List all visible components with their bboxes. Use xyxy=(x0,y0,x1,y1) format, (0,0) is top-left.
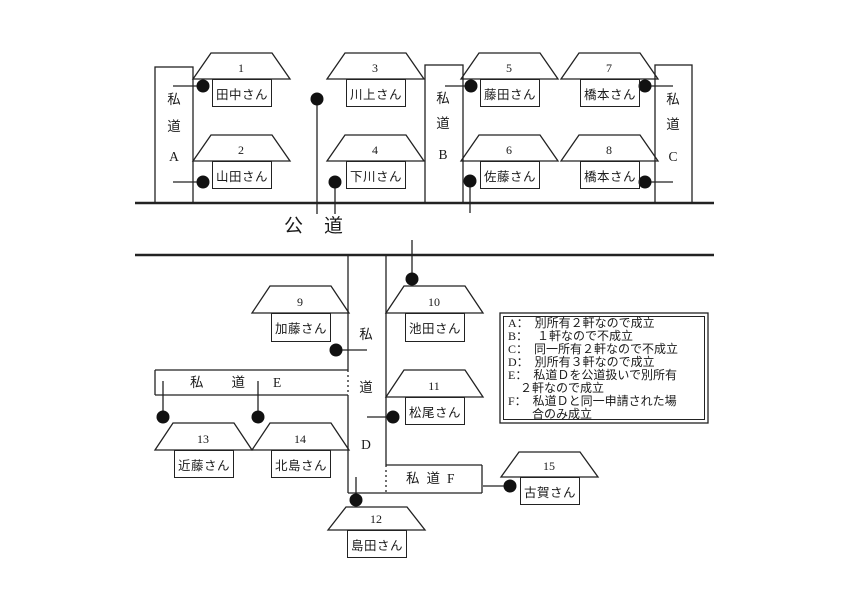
private-road-c-label-char2: 道 xyxy=(666,117,680,132)
legend-line-c: C： 同一所有２軒なので不成立 xyxy=(508,342,679,356)
legend-line-d: D： 別所有３軒なので成立 xyxy=(508,355,655,369)
private-road-b-label-char3: B xyxy=(438,147,448,162)
house-1-number: 1 xyxy=(238,61,244,75)
house-8-number: 8 xyxy=(606,143,612,157)
house-11-name-box: 松尾さん xyxy=(405,397,465,425)
house-11-connection-dot xyxy=(386,410,400,424)
public-road-label: 公道 xyxy=(284,216,365,237)
house-3-name-box: 川上さん xyxy=(346,79,406,107)
house-2-number: 2 xyxy=(238,143,244,157)
private-road-c-label-char1: 私 xyxy=(666,92,680,107)
legend-outer-border xyxy=(499,312,709,424)
private-road-a-label-char3: A xyxy=(169,149,179,164)
legend-line-f2: 合のみ成立 xyxy=(508,407,593,421)
private-road-b-label-char2: 道 xyxy=(436,116,450,131)
house-15-name-box: 古賀さん xyxy=(520,477,580,505)
house-12-name-box: 島田さん xyxy=(347,530,407,558)
house-5-connection-dot xyxy=(464,79,478,93)
house-5-name-box: 藤田さん xyxy=(480,79,540,107)
house-8-connection-dot xyxy=(638,175,652,189)
house-14-name-box: 北島さん xyxy=(271,450,331,478)
house-12-number: 12 xyxy=(370,512,382,526)
private-road-f-label: 私道F xyxy=(406,471,462,486)
house-10-name-box: 池田さん xyxy=(405,313,465,342)
private-road-c-label-char3: C xyxy=(668,149,678,164)
house-15-number: 15 xyxy=(543,459,555,473)
private-road-d-label-char2: 道 xyxy=(359,380,373,395)
house-9-connection-dot xyxy=(329,343,343,357)
private-road-a-label-char1: 私 xyxy=(167,92,181,107)
house-11-number: 11 xyxy=(428,379,440,393)
house-4-connection-dot xyxy=(328,175,342,189)
private-road-e-label: 私道E xyxy=(190,375,310,390)
legend-line-e2: ２軒なので成立 xyxy=(508,381,605,395)
house-6-name-box: 佐藤さん xyxy=(480,161,540,189)
house-8-name-box: 橋本さん xyxy=(580,161,640,189)
legend-line-b: B： １軒なので不成立 xyxy=(508,329,634,343)
house-10-connection-dot xyxy=(405,272,419,286)
private-road-d-label-char3: D xyxy=(361,437,371,452)
house-6-number: 6 xyxy=(506,143,512,157)
house-10-number: 10 xyxy=(428,295,440,309)
house-1-name-box: 田中さん xyxy=(212,79,272,107)
house-9-number: 9 xyxy=(297,295,303,309)
house-9-name-box: 加藤さん xyxy=(271,313,331,342)
legend-line-e1: E： 私道Ｄを公道扱いで別所有 xyxy=(508,368,677,382)
house-2-name-box: 山田さん xyxy=(212,161,272,189)
private-road-b-label-char1: 私 xyxy=(436,91,450,106)
house-3-connection-dot xyxy=(310,92,324,106)
house-13-name-box: 近藤さん xyxy=(174,450,234,478)
house-12-connection-dot xyxy=(349,493,363,507)
private-road-a-label-char2: 道 xyxy=(167,119,181,134)
legend-line-f1: F： 私道Ｄと同一申請された場 xyxy=(508,394,677,408)
legend-line-a: A： 別所有２軒なので成立 xyxy=(508,316,655,330)
private-road-d-label-char1: 私 xyxy=(359,327,373,342)
house-4-name-box: 下川さん xyxy=(346,161,406,189)
house-14-number: 14 xyxy=(294,432,306,446)
house-7-connection-dot xyxy=(638,79,652,93)
house-6-connection-dot xyxy=(463,174,477,188)
house-7-name-box: 橋本さん xyxy=(580,79,640,107)
house-7-number: 7 xyxy=(606,61,612,75)
house-13-number: 13 xyxy=(197,432,209,446)
legend-inner-border xyxy=(503,316,705,420)
house-1-connection-dot xyxy=(196,79,210,93)
house-4-number: 4 xyxy=(372,143,378,157)
house-14-connection-dot xyxy=(251,410,265,424)
house-5-number: 5 xyxy=(506,61,512,75)
house-15-connection-dot xyxy=(503,479,517,493)
house-3-number: 3 xyxy=(372,61,378,75)
house-13-connection-dot xyxy=(156,410,170,424)
house-2-connection-dot xyxy=(196,175,210,189)
